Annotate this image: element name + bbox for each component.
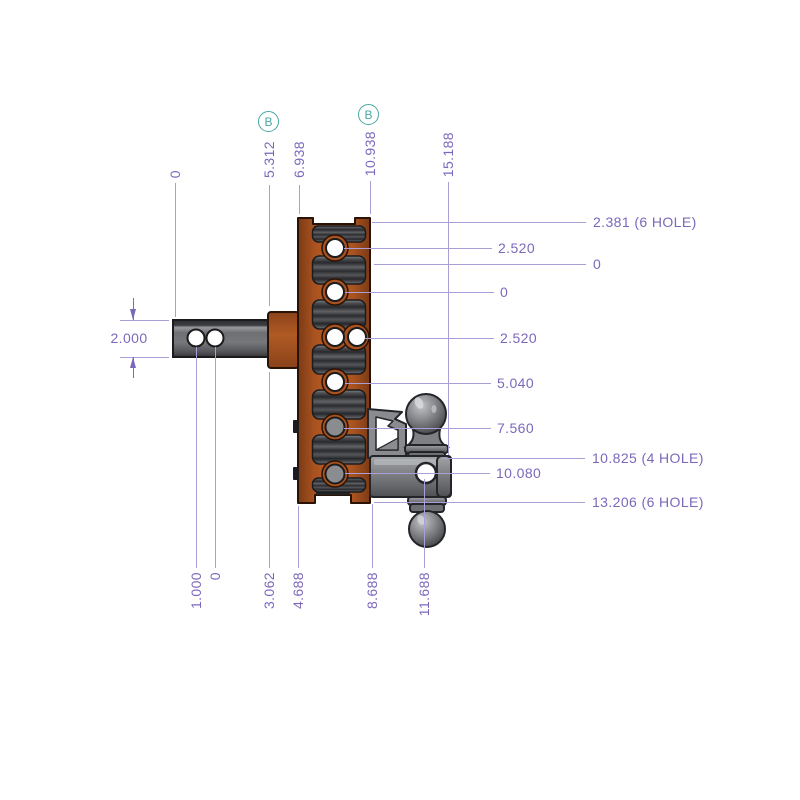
- extension-line-bottom-4: [372, 504, 373, 568]
- dim-bottom-0: 1.000: [188, 572, 204, 610]
- dim-line-right-3: [345, 292, 494, 293]
- dim-right-0: 2.381 (6 HOLE): [593, 214, 697, 230]
- dim-right-4: 2.520: [500, 330, 538, 346]
- dim-top-0: 0: [167, 169, 183, 178]
- extension-line-top-4: [448, 182, 449, 455]
- dim-top-2: 6.938: [291, 140, 307, 178]
- dim-line-right-2: [374, 264, 586, 265]
- drop-bar: [293, 217, 371, 504]
- dim-bottom-5: 11.688: [416, 572, 432, 617]
- dim-right-1: 2.520: [498, 240, 536, 256]
- dim-line-right-9: [374, 502, 585, 503]
- dim-line-right-1: [344, 248, 492, 249]
- adjustment-holes: [325, 238, 367, 392]
- bracket-latch: [375, 436, 399, 451]
- dim-bottom-2: 3.062: [261, 572, 277, 610]
- shank-stop-flange: [267, 311, 300, 369]
- ball-highlight: [431, 405, 437, 413]
- dim-right-9: 13.206 (6 HOLE): [592, 494, 704, 510]
- hitch-ball-small: [408, 510, 446, 548]
- dim-right-6: 7.560: [497, 420, 535, 436]
- dim-line-right-7: [443, 458, 585, 459]
- dual-ball-mount: [367, 393, 452, 548]
- left-dim-extension-top: [120, 320, 169, 321]
- dim-bottom-3: 4.688: [290, 572, 306, 610]
- extension-line-top-0: [175, 183, 176, 317]
- shank-pin-hole-2: [205, 328, 225, 348]
- extension-line-top-3: [370, 181, 371, 214]
- channel-top-highlight: [374, 459, 446, 465]
- dim-left-height: 2.000: [110, 330, 148, 346]
- ball-highlight: [417, 515, 425, 525]
- dim-line-right-6: [344, 428, 491, 429]
- dim-top-3: 10.938: [362, 130, 378, 176]
- arrow-down-icon: [130, 309, 136, 320]
- extension-line-bottom-2: [269, 372, 270, 568]
- extension-line-top-1: [269, 185, 270, 306]
- dim-right-3: 0: [500, 284, 509, 300]
- channel-end-cap: [436, 455, 452, 498]
- pin-holes-occupied: [324, 416, 346, 485]
- dim-top-4: 15.188: [440, 131, 456, 177]
- dim-bottom-1: 0: [207, 572, 223, 581]
- dim-top-1: 5.312: [261, 140, 277, 178]
- dim-right-2: 0: [593, 256, 602, 272]
- left-dim-extension-bottom: [120, 357, 169, 358]
- datum-balloon-b-1: B: [258, 111, 279, 132]
- extension-line-top-2: [299, 185, 300, 214]
- serrated-rack: [311, 225, 367, 493]
- ball-highlight: [414, 397, 424, 409]
- pin-end-upper: [293, 420, 299, 433]
- extension-line-bottom-5: [424, 479, 425, 568]
- dim-line-right-0: [372, 222, 586, 223]
- dim-bottom-4: 8.688: [364, 572, 380, 610]
- pin-end-lower: [293, 467, 299, 480]
- dim-line-right-8: [345, 473, 490, 474]
- datum-balloon-b-2: B: [358, 104, 379, 125]
- hitch-shank: [172, 319, 274, 358]
- extension-line-bottom-1: [215, 347, 216, 568]
- extension-line-bottom-3: [298, 506, 299, 568]
- dim-right-8: 10.080: [496, 465, 542, 481]
- arrow-up-icon: [130, 357, 136, 368]
- extension-line-bottom-0: [196, 347, 197, 568]
- shank-pin-hole-1: [186, 328, 206, 348]
- dim-right-7: 10.825 (4 HOLE): [592, 450, 704, 466]
- dim-line-right-4: [365, 338, 494, 339]
- dim-right-5: 5.040: [497, 375, 535, 391]
- dim-line-right-5: [345, 383, 491, 384]
